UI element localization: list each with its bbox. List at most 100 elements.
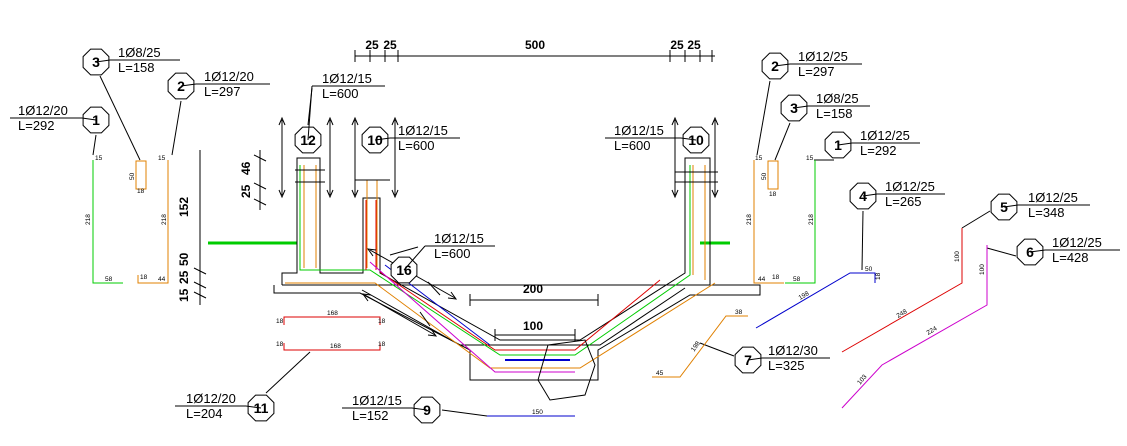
mark-spec: 1Ø12/20 (186, 391, 236, 406)
svg-text:15: 15 (158, 155, 166, 162)
leader-line (389, 246, 419, 256)
left-dim-25: 25 (239, 184, 253, 198)
leader-line (307, 87, 313, 126)
svg-text:168: 168 (327, 310, 338, 317)
left-dimension (193, 150, 267, 305)
label-connector (403, 245, 426, 271)
label-connector (1029, 249, 1046, 253)
svg-text:100: 100 (954, 251, 961, 262)
mark-length: L=204 (186, 406, 223, 421)
bar-6: 100 224 103 (841, 245, 988, 409)
leader-line (441, 409, 488, 417)
leader-line (699, 342, 735, 357)
dim-200: 200 (523, 282, 543, 296)
mark-number: 9 (423, 402, 431, 418)
cross-section (273, 157, 761, 381)
left-dim-50: 50 (177, 252, 191, 266)
mark-spec: 1Ø12/15 (614, 123, 664, 138)
svg-text:18: 18 (137, 188, 145, 195)
label-connector (1003, 204, 1019, 208)
leader-line (774, 122, 791, 161)
svg-text:18: 18 (378, 341, 386, 348)
label-connector (837, 142, 853, 146)
mark-spec: 1Ø12/25 (885, 179, 935, 194)
mark-spec: 1Ø12/15 (322, 71, 372, 86)
detail-hexagon (537, 339, 596, 401)
mark-length: L=265 (885, 194, 922, 209)
leader-line (756, 80, 771, 156)
svg-text:224: 224 (926, 325, 939, 337)
label-connector (180, 83, 197, 87)
left-dim-25b: 25 (177, 270, 191, 284)
top-dim-1: 25 (365, 38, 379, 52)
mark-spec: 1Ø12/25 (1028, 190, 1078, 205)
svg-text:44: 44 (758, 276, 766, 283)
svg-text:15: 15 (95, 155, 103, 162)
bar-11: 168 18 18 168 18 18 (276, 310, 386, 351)
svg-text:248: 248 (896, 308, 909, 320)
leader-line (265, 351, 311, 394)
label-connector (793, 105, 809, 109)
mark-length: L=428 (1052, 250, 1089, 265)
mark-spec: 1Ø12/15 (434, 231, 484, 246)
svg-text:18: 18 (769, 191, 777, 198)
svg-text:58: 58 (105, 276, 113, 283)
svg-text:38: 38 (735, 309, 743, 316)
label-connector (774, 63, 791, 67)
svg-text:50: 50 (865, 266, 873, 273)
svg-text:18: 18 (276, 318, 284, 325)
mark-length: L=297 (204, 84, 241, 99)
bar-7: 38 198 45 (652, 309, 748, 378)
svg-text:18: 18 (378, 318, 386, 325)
mark-spec: 1Ø12/25 (860, 128, 910, 143)
left-dim-46: 46 (239, 161, 253, 175)
mark-number: 1 (92, 112, 100, 128)
bottom-dimensions (469, 294, 599, 341)
mark-spec: 1Ø12/20 (204, 69, 254, 84)
svg-text:50: 50 (761, 172, 768, 180)
svg-text:15: 15 (806, 155, 814, 162)
label-connector (374, 137, 391, 141)
dim-100: 100 (523, 319, 543, 333)
top-dim-2: 25 (383, 38, 397, 52)
left-dim-15: 15 (177, 288, 191, 302)
svg-text:150: 150 (532, 409, 543, 416)
top-dimension (354, 50, 715, 62)
svg-text:18: 18 (875, 272, 882, 280)
bar-2-left: 15 218 18 44 (137, 155, 169, 284)
label-connector (680, 137, 697, 141)
svg-text:45: 45 (656, 370, 664, 377)
mark-spec: 1Ø8/25 (118, 45, 161, 60)
svg-text:168: 168 (330, 343, 341, 350)
bar-4: 50 18 198 (755, 266, 882, 329)
svg-text:18: 18 (772, 274, 780, 281)
top-dim-3: 500 (525, 38, 545, 52)
leader-line (92, 134, 97, 156)
mark-spec: 1Ø8/25 (816, 91, 859, 106)
bar-1-left: 15 218 58 (85, 155, 123, 284)
bar-3-right: 50 18 (761, 160, 779, 198)
top-dim-4: 25 (670, 38, 684, 52)
mark-spec: 1Ø12/15 (398, 123, 448, 138)
mark-length: L=292 (18, 118, 55, 133)
section-rebars (285, 165, 716, 373)
bar-9: 150 (487, 409, 575, 417)
svg-text:44: 44 (158, 276, 166, 283)
leader-line (99, 75, 141, 161)
leader-line (861, 210, 864, 271)
leader-line (986, 247, 1017, 257)
mark-spec: 1Ø12/15 (352, 393, 402, 408)
